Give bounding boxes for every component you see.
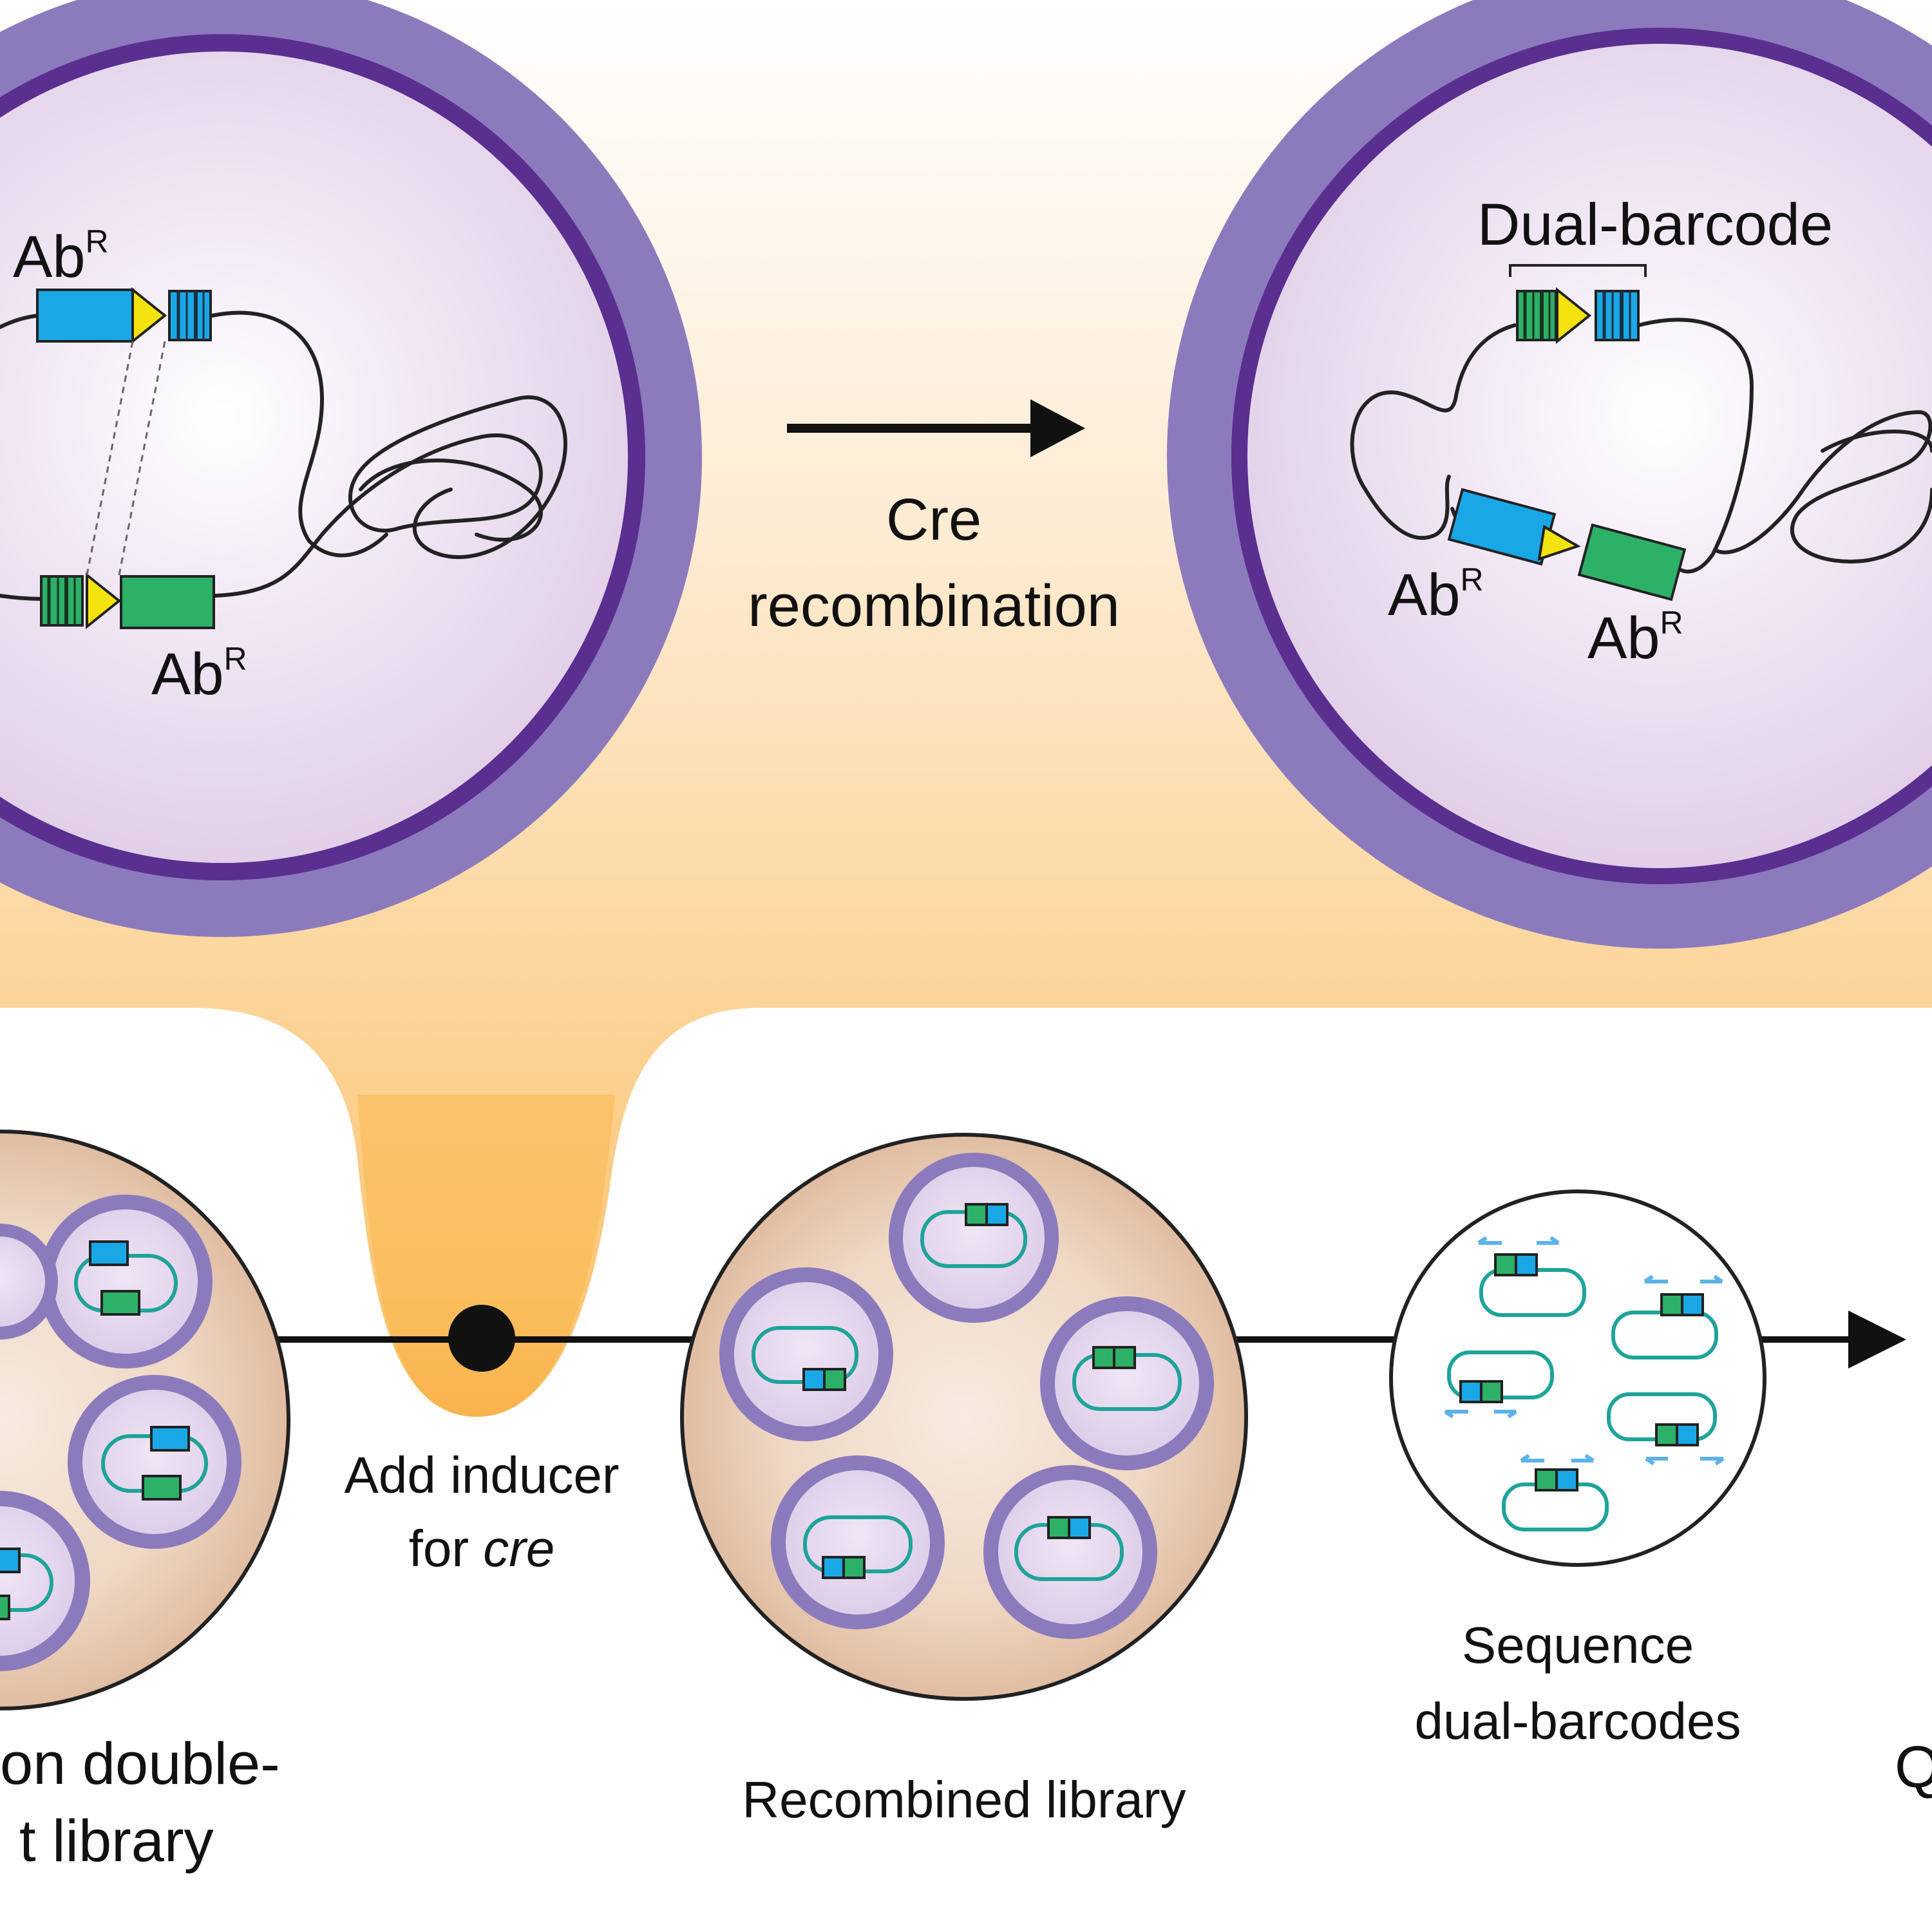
- recombination-line: [86, 341, 134, 576]
- plasmid-group: [1607, 1392, 1725, 1466]
- mini-cell: [0, 1224, 58, 1340]
- barcode-green: [1516, 290, 1557, 341]
- library-double-barcode: [0, 1130, 290, 1710]
- dual-barcode-label: Dual-barcode: [1477, 192, 1833, 258]
- primer-icon: [1477, 1236, 1560, 1245]
- arrow-right-icon: [1848, 1311, 1906, 1368]
- plasmid-group: [1444, 1350, 1554, 1419]
- dual-barcode-bracket: [1509, 264, 1647, 277]
- primer-icon: [1643, 1274, 1723, 1283]
- lox-site: [1537, 524, 1581, 561]
- primer-icon: [1520, 1454, 1595, 1463]
- mini-cell: [1040, 1296, 1214, 1470]
- abr-label-left: AbR: [1388, 562, 1484, 628]
- library-label-line2: t library: [19, 1808, 214, 1874]
- inducer-label-line1: Add inducer: [345, 1446, 620, 1504]
- sequence-label-line2: dual-barcodes: [1415, 1692, 1741, 1750]
- recombination-line: [118, 341, 166, 576]
- mini-cell: [889, 1153, 1059, 1323]
- mini-cell: [719, 1267, 893, 1441]
- arrow-head: [1030, 399, 1085, 457]
- mini-cell: [68, 1375, 242, 1549]
- chromosome-icon: [1350, 317, 1932, 574]
- library-recombined: [680, 1133, 1248, 1701]
- primer-icon: [1444, 1410, 1517, 1419]
- plasmid-group: [1502, 1454, 1609, 1531]
- recombination-label: recombination: [748, 573, 1120, 639]
- lox-site: [86, 572, 122, 630]
- right-cell: Dual-barcode AbR AbR: [1167, 0, 1932, 949]
- primer-icon: [1645, 1457, 1725, 1466]
- lox-site: [131, 287, 167, 345]
- mini-cell: [983, 1465, 1157, 1639]
- mini-cell: [39, 1195, 213, 1368]
- abr-gene-green: [120, 575, 215, 629]
- recombined-library-label: Recombined library: [742, 1771, 1186, 1828]
- abr-gene-green: [1577, 523, 1687, 601]
- lox-site: [1556, 287, 1592, 345]
- inducer-label-line2: for cre: [409, 1520, 555, 1577]
- chromosome-icon: [0, 310, 567, 601]
- mini-cell: [0, 1491, 90, 1671]
- plasmid-group: [1477, 1236, 1586, 1317]
- abr-label-right: AbR: [1587, 605, 1683, 671]
- left-cell: AbR AbR: [0, 0, 702, 937]
- abr-label-top: AbR: [13, 223, 109, 290]
- cre-label: Cre: [886, 487, 981, 553]
- abr-gene-blue: [36, 289, 134, 343]
- sequencing-pool: [1389, 1189, 1766, 1567]
- cre-arrow: Cre recombination: [748, 399, 1120, 639]
- sequence-label-line1: Sequence: [1462, 1616, 1694, 1674]
- barcode-blue: [1595, 290, 1640, 341]
- barcode-blue: [168, 290, 212, 341]
- barcode-green: [40, 575, 84, 627]
- plasmid-group: [1611, 1274, 1723, 1359]
- next-step-label: Q: [1895, 1734, 1932, 1800]
- library-label-line1: on double-: [0, 1731, 280, 1797]
- inducer-point: [448, 1305, 515, 1372]
- abr-label-bottom: AbR: [151, 641, 247, 707]
- mini-cell: [771, 1455, 945, 1629]
